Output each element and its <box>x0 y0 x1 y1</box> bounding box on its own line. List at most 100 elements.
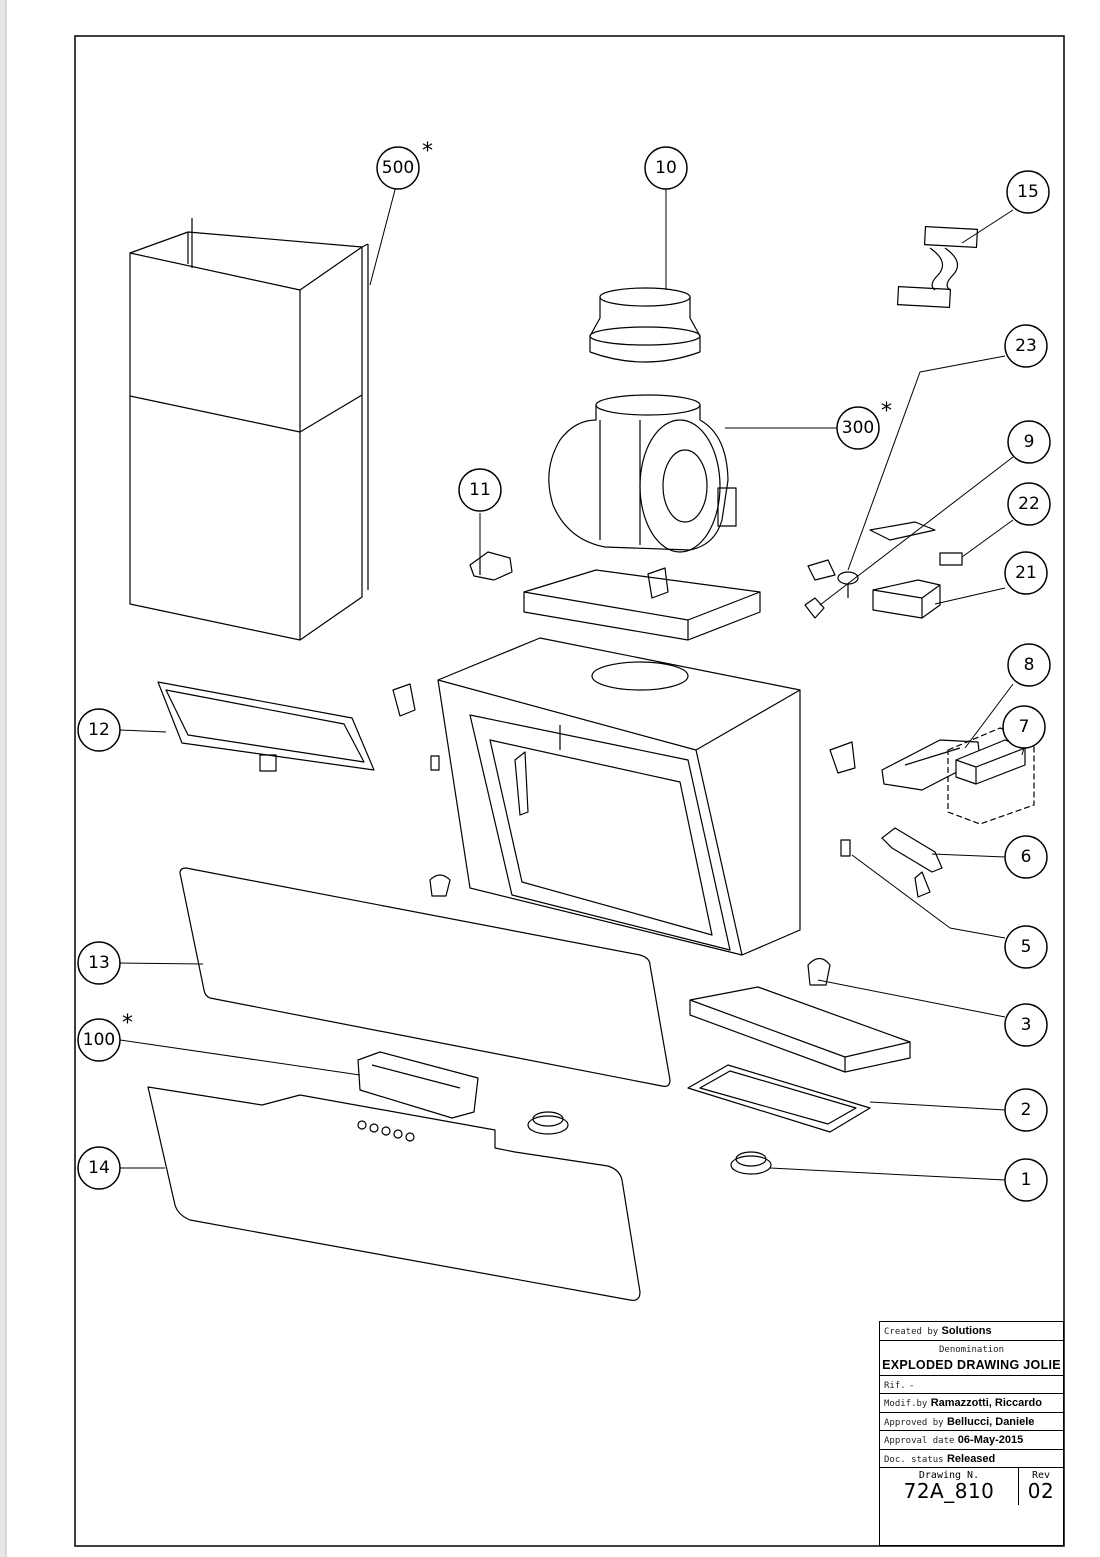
callout-label: 7 <box>1019 717 1030 737</box>
grease-filter-part <box>157 681 375 772</box>
drawing-frame <box>74 35 1065 1547</box>
drawing-number-label: Drawing N. <box>918 1470 980 1481</box>
junction-box-part <box>869 521 941 619</box>
cable-part <box>896 226 979 308</box>
balloon-15 <box>1006 170 1050 214</box>
callout-label: 500 <box>382 158 414 178</box>
balloon-6 <box>1004 835 1048 879</box>
drawing-number-value: 72A_810 <box>903 1479 995 1503</box>
balloon-2 <box>1004 1088 1048 1132</box>
approved-value: Bellucci, Daniele <box>946 1415 1035 1428</box>
balloon-1 <box>1004 1158 1048 1202</box>
carbon-filter-part <box>687 1064 871 1133</box>
drawing-number-cell: Drawing N. 72A_810 <box>880 1468 1019 1505</box>
created-by-row: Created by Solutions <box>880 1322 1063 1341</box>
revision-value: 02 <box>1027 1479 1055 1503</box>
terminal-part <box>939 552 963 566</box>
denomination-row: Denomination EXPLODED DRAWING JOLIE <box>880 1341 1063 1376</box>
status-value: Released <box>946 1452 996 1465</box>
callout-label: 11 <box>469 480 491 500</box>
created-by-value: Solutions <box>941 1325 992 1337</box>
denomination-value: EXPLODED DRAWING JOLIE <box>882 1357 1061 1372</box>
balloon-23 <box>1004 324 1048 368</box>
lamp-holder-part <box>804 559 836 619</box>
callout-label: 23 <box>1015 336 1037 356</box>
rear-bracket-part <box>689 957 911 1073</box>
revision-cell: Rev 02 <box>1019 1468 1063 1505</box>
balloon-3 <box>1004 1003 1048 1047</box>
approval-date-value: 06-May-2015 <box>957 1434 1024 1446</box>
balloon-13 <box>77 941 121 985</box>
balloon-14 <box>77 1146 121 1190</box>
callout-label: 8 <box>1024 655 1035 675</box>
approved-label: Approved by <box>884 1417 944 1428</box>
star-mark: * <box>881 399 892 424</box>
callout-balloons <box>77 146 1051 1202</box>
callout-label: 9 <box>1024 432 1035 452</box>
callout-label: 5 <box>1021 937 1032 957</box>
callout-label: 14 <box>88 1158 110 1178</box>
balloon-8 <box>1007 643 1051 687</box>
glass-panel-part <box>179 867 671 1087</box>
callout-label: 1 <box>1021 1170 1032 1190</box>
modif-row: Modif.by Ramazzotti, Riccardo <box>880 1394 1063 1413</box>
denomination-label: Denomination <box>938 1344 1005 1355</box>
callout-label: 300 <box>842 418 874 438</box>
callout-label: 22 <box>1018 494 1040 514</box>
rif-row: Rif. - <box>880 1376 1063 1394</box>
balloon-10 <box>644 146 688 190</box>
light-cover-parts <box>527 1111 772 1175</box>
approval-date-row: Approval date 06-May-2015 <box>880 1431 1063 1450</box>
callout-label: 2 <box>1021 1100 1032 1120</box>
status-label: Doc. status <box>884 1454 944 1465</box>
balloon-21 <box>1004 551 1048 595</box>
callout-label: 3 <box>1021 1015 1032 1035</box>
leader-lines <box>119 185 1025 1181</box>
keypad-part <box>357 1051 479 1119</box>
motor-bracket-part <box>523 567 761 641</box>
callout-label: 10 <box>655 158 677 178</box>
balloon-9 <box>1007 420 1051 464</box>
approval-date-label: Approval date <box>884 1436 955 1446</box>
callout-label: 21 <box>1015 563 1037 583</box>
created-by-label: Created by <box>884 1327 939 1337</box>
drawing-number-row: Drawing N. 72A_810 Rev 02 <box>880 1468 1063 1505</box>
balloon-100 <box>77 1018 121 1062</box>
page-edge <box>0 0 6 1557</box>
modif-label: Modif.by <box>884 1399 928 1409</box>
star-mark: * <box>422 139 433 164</box>
callout-label: 6 <box>1021 847 1032 867</box>
hood-body-part <box>437 637 801 956</box>
revision-label: Rev <box>1031 1470 1051 1481</box>
capacitor-part <box>837 571 859 598</box>
rif-value: - <box>909 1380 915 1391</box>
balloon-12 <box>77 708 121 752</box>
status-row: Doc. status Released <box>880 1450 1063 1468</box>
balloon-22 <box>1007 482 1051 526</box>
callout-label: 13 <box>88 953 110 973</box>
rif-label: Rif. <box>884 1380 906 1391</box>
side-bracket-parts <box>392 683 856 897</box>
balloon-11 <box>458 468 502 512</box>
callout-label: 100 <box>83 1030 115 1050</box>
title-block: Created by Solutions Denomination EXPLOD… <box>879 1321 1064 1546</box>
star-marks: * * * <box>122 139 892 1036</box>
power-supply-part <box>947 727 1035 825</box>
modif-value: Ramazzotti, Riccardo <box>930 1397 1042 1409</box>
outlet-ring-part <box>589 287 701 363</box>
approved-row: Approved by Bellucci, Daniele <box>880 1413 1063 1431</box>
balloon-300 <box>836 406 880 450</box>
front-panel-part <box>147 1086 641 1301</box>
clip-part <box>469 551 513 581</box>
star-mark: * <box>122 1011 133 1036</box>
balloon-7 <box>1002 705 1046 749</box>
motor-part <box>548 394 737 553</box>
callout-label: 15 <box>1017 182 1039 202</box>
callout-labels: 500 10 15 23 300 9 11 22 21 8 12 7 6 5 1… <box>83 158 1040 1190</box>
balloon-500 <box>376 146 420 190</box>
lamp-arm-part <box>881 827 943 898</box>
callout-label: 12 <box>88 720 110 740</box>
balloon-5 <box>1004 925 1048 969</box>
chimney-part <box>129 218 369 641</box>
